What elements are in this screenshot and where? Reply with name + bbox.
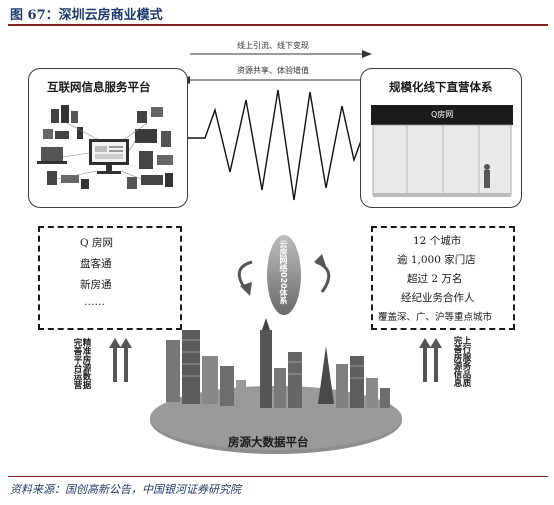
left-up-arrows — [109, 338, 442, 382]
source-note: 资料来源：国创高新公告，中国银河证券研究院 — [10, 483, 241, 496]
online-products-box — [38, 226, 182, 330]
zigzag-line — [188, 89, 380, 201]
flow-label-lower: 资源共享、体验增值 — [237, 66, 309, 75]
online-item-qfang: Q 房网 — [80, 237, 113, 249]
stat-cities: 12 个城市 — [413, 235, 462, 247]
source-rule — [8, 476, 548, 477]
online-item-xinfangtong: 新房通 — [80, 279, 112, 291]
storefront-illustration — [371, 105, 513, 197]
online-item-ellipsis: …… — [84, 296, 105, 308]
cycle-arrows — [237, 235, 331, 315]
internet-platform-card: 互联网信息服务平台 — [28, 68, 188, 208]
big-data-platform-label: 房源大数据平台 — [228, 435, 309, 449]
title-rule — [8, 24, 548, 26]
left-arrows-label: 精准房源数据 完善平台运营 — [72, 338, 91, 389]
devices-illustration — [37, 105, 173, 189]
offline-stats-box — [371, 226, 515, 330]
right-arrows-label: 上行服务品质 完善房源信息 — [452, 336, 471, 387]
stat-stores: 逾 1,000 家门店 — [397, 254, 476, 266]
stat-partners: 经纪业务合作人 — [401, 292, 475, 304]
online-item-panketong: 盘客通 — [80, 258, 112, 270]
o2o-badge-text: 云房网络020体系 — [279, 240, 288, 305]
internet-platform-title: 互联网信息服务平台 — [47, 80, 151, 94]
offline-stores-title: 规模化线下直营体系 — [389, 80, 493, 94]
stat-coverage: 覆盖深、广、沪等重点城市 — [378, 312, 493, 323]
stat-agents: 超过 2 万名 — [407, 273, 463, 285]
figure-title: 图 67：深圳云房商业模式 — [10, 8, 163, 23]
store-sign: Q房网 — [431, 110, 454, 119]
flow-label-upper: 线上引流、线下变现 — [237, 41, 309, 50]
city-skyline — [150, 318, 402, 454]
offline-stores-card: 规模化线下直营体系 Q房网 — [360, 68, 522, 208]
